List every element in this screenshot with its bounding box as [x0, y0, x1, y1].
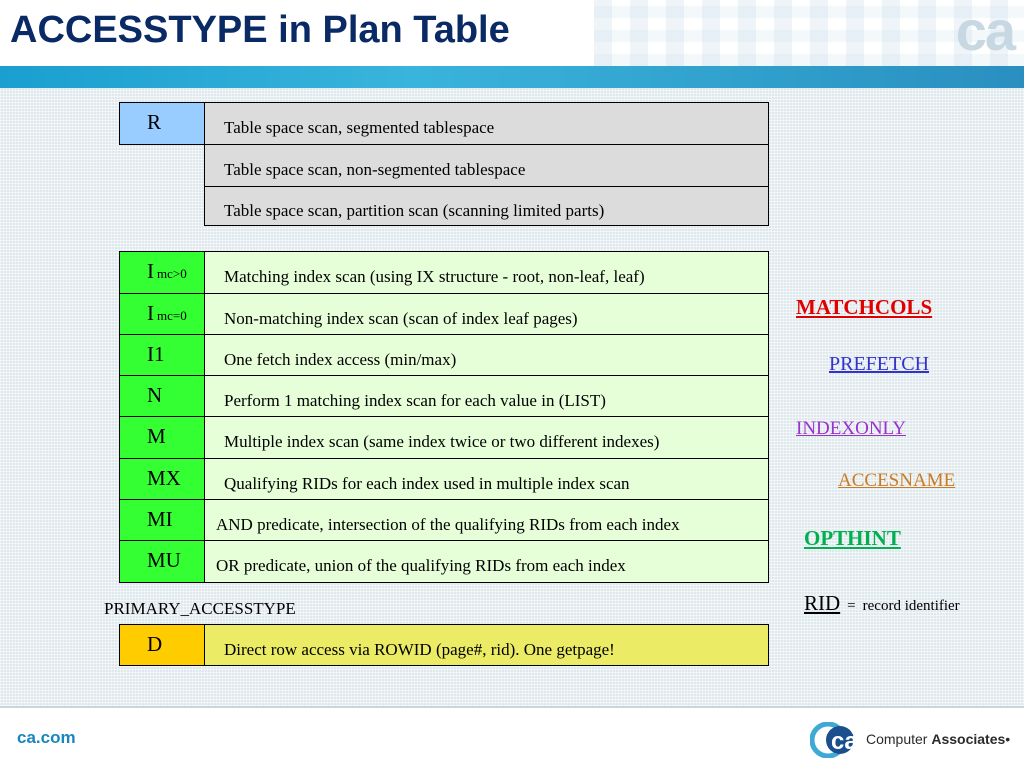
code-label: MX [147, 466, 181, 490]
desc-text: AND predicate, intersection of the quali… [216, 515, 680, 534]
code-cell: I1 [119, 334, 205, 376]
code-cell-d: D [119, 624, 205, 666]
desc-cell: Qualifying RIDs for each index used in m… [204, 458, 769, 500]
desc-text: Multiple index scan (same index twice or… [224, 432, 660, 451]
desc-text: One fetch index access (min/max) [224, 350, 457, 369]
desc-text: Table space scan, segmented tablespace [224, 118, 495, 137]
registered-mark: • [1005, 731, 1011, 747]
code-label: MU [147, 548, 181, 572]
desc-cell: Direct row access via ROWID (page#, rid)… [204, 624, 769, 666]
desc-cell: One fetch index access (min/max) [204, 334, 769, 376]
keyword-indexonly: INDEXONLY [796, 418, 906, 439]
code-cell: MU [119, 540, 205, 583]
desc-text: OR predicate, union of the qualifying RI… [216, 556, 626, 575]
code-label: M [147, 424, 166, 448]
keyword-prefetch: PREFETCH [829, 353, 930, 375]
title-stripe [0, 66, 1024, 88]
code-cell: MX [119, 458, 205, 500]
title-bar: ca ACCESSTYPE in Plan Table [0, 0, 1024, 66]
ca-watermark-logo: ca [955, 0, 1016, 62]
code-subscript: mc=0 [157, 308, 187, 323]
primary-accesstype-label: PRIMARY_ACCESSTYPE [104, 599, 296, 618]
title-pattern [594, 0, 1024, 66]
rid-text: record identifier [862, 598, 960, 614]
code-cell: M [119, 416, 205, 459]
keyword-accesname: ACCESNAME [838, 470, 956, 491]
desc-cell: Multiple index scan (same index twice or… [204, 416, 769, 459]
desc-cell: Non-matching index scan (scan of index l… [204, 293, 769, 335]
footer: ca.com ca Computer Associates• [0, 706, 1024, 768]
company-name-bold: Associates [931, 731, 1006, 747]
keyword-opthint: OPTHINT [804, 526, 901, 550]
company-name: Computer Associates• [866, 731, 1010, 747]
code-label: D [147, 632, 163, 656]
code-label: N [147, 383, 163, 407]
content-area: R Table space scan, segmented tablespace… [0, 88, 1024, 706]
rid-equals: = [847, 598, 856, 614]
code-subscript: mc>0 [157, 266, 187, 281]
code-label: R [147, 110, 162, 134]
ca-logo-icon: ca [810, 722, 856, 758]
ca-logo-text: ca [831, 728, 856, 755]
desc-text: Table space scan, partition scan (scanni… [224, 201, 605, 220]
desc-text: Non-matching index scan (scan of index l… [224, 309, 578, 328]
keyword-matchcols: MATCHCOLS [796, 295, 933, 319]
page-title: ACCESSTYPE in Plan Table [10, 9, 510, 51]
rid-definition: RID = record identifier [804, 591, 960, 616]
code-label: I1 [147, 342, 165, 366]
footer-divider [0, 706, 1024, 708]
code-cell: MI [119, 499, 205, 541]
desc-text: Direct row access via ROWID (page#, rid)… [224, 640, 615, 659]
desc-cell: AND predicate, intersection of the quali… [204, 499, 769, 541]
code-label: MI [147, 507, 173, 531]
code-cell: N [119, 375, 205, 417]
desc-text: Qualifying RIDs for each index used in m… [224, 474, 630, 493]
desc-cell: Perform 1 matching index scan for each v… [204, 375, 769, 417]
desc-cell: Table space scan, partition scan (scanni… [204, 186, 769, 226]
keyword-rid: RID [804, 591, 841, 615]
desc-text: Table space scan, non-segmented tablespa… [224, 160, 526, 179]
company-name-regular: Computer [866, 731, 928, 747]
desc-cell: Matching index scan (using IX structure … [204, 251, 769, 294]
desc-cell: OR predicate, union of the qualifying RI… [204, 540, 769, 583]
desc-text: Matching index scan (using IX structure … [224, 267, 645, 286]
code-cell-r: R [119, 102, 205, 145]
desc-cell: Table space scan, segmented tablespace [204, 102, 769, 145]
code-label: I [147, 259, 154, 283]
footer-site-link[interactable]: ca.com [17, 728, 76, 747]
desc-text: Perform 1 matching index scan for each v… [224, 391, 606, 410]
desc-cell: Table space scan, non-segmented tablespa… [204, 144, 769, 187]
code-label: I [147, 301, 154, 325]
